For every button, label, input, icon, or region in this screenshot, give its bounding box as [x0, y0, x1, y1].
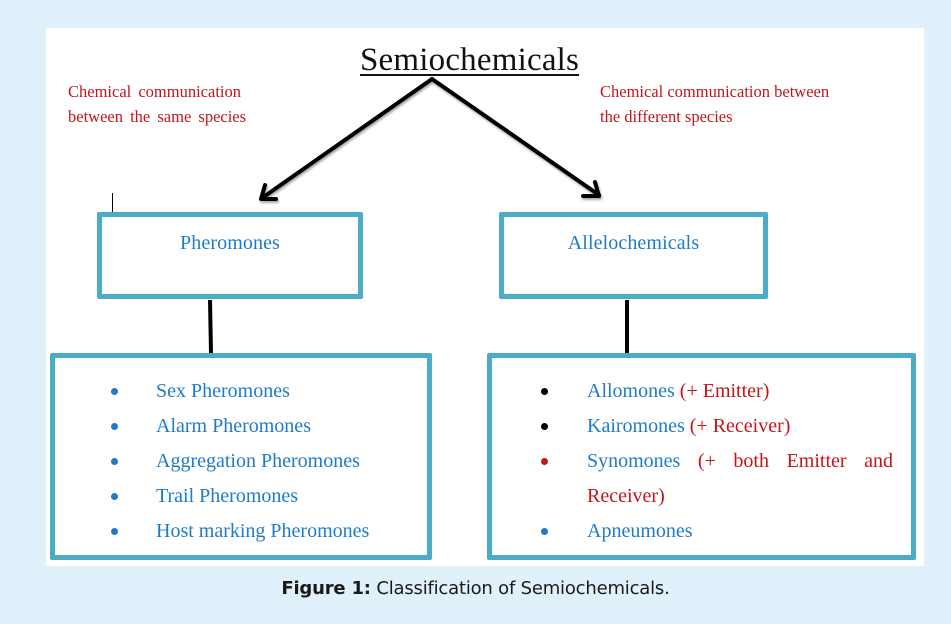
connector-pheromones	[208, 299, 213, 354]
list-item: Host marking Pheromones	[109, 514, 417, 549]
item-name: Synomones	[587, 450, 681, 472]
item-detail: (+ Receiver)	[689, 415, 791, 437]
item-name: Host marking Pheromones	[156, 520, 370, 542]
allelochemical-types-list: Allomones (+ Emitter) Kairomones (+ Rece…	[539, 374, 893, 549]
item-name: Aggregation Pheromones	[156, 450, 360, 472]
arrowhead-right	[581, 180, 601, 198]
bullet-icon	[111, 458, 118, 465]
list-item: Aggregation Pheromones	[109, 444, 417, 479]
list-item: Synomones (+ both Emitter and Receiver)	[539, 444, 893, 514]
note-same-species: Chemical communication between the same …	[68, 82, 247, 126]
item-name: Trail Pheromones	[156, 485, 299, 507]
bullet-icon	[541, 528, 548, 535]
arrow-to-pheromones	[260, 77, 434, 200]
figure-panel: Semiochemicals Chemical communication be…	[46, 28, 924, 566]
bullet-icon	[541, 388, 548, 395]
list-item: Sex Pheromones	[109, 374, 417, 409]
item-name: Allomones	[587, 380, 675, 402]
allelochemicals-box: Allelochemicals	[499, 212, 768, 299]
arrowhead-left	[259, 183, 278, 201]
bullet-icon	[541, 458, 548, 465]
item-name: Kairomones	[587, 415, 685, 437]
allelochemicals-label: Allelochemicals	[567, 232, 700, 254]
list-item: Trail Pheromones	[109, 479, 417, 514]
list-item: Kairomones (+ Receiver)	[539, 409, 893, 444]
item-name: Apneumones	[587, 520, 693, 542]
diagram-title: Semiochemicals	[360, 42, 580, 78]
bullet-icon	[111, 493, 118, 500]
item-detail: (+ both Emitter and Receiver)	[587, 450, 893, 507]
item-name: Alarm Pheromones	[156, 415, 311, 437]
bullet-icon	[111, 423, 118, 430]
pheromone-types-list: Sex Pheromones Alarm Pheromones Aggregat…	[109, 374, 417, 549]
list-item: Apneumones	[539, 514, 893, 549]
caption-label: Figure 1:	[281, 578, 371, 599]
pheromones-label: Pheromones	[180, 232, 280, 254]
arrow-to-allelochemicals	[430, 77, 601, 197]
connector-lines	[208, 77, 629, 354]
bullet-icon	[111, 388, 118, 395]
list-item: Allomones (+ Emitter)	[539, 374, 893, 409]
item-name: Sex Pheromones	[156, 380, 290, 402]
caption-text: Classification of Semiochemicals.	[370, 578, 670, 599]
figure-caption: Figure 1: Classification of Semiochemica…	[0, 578, 951, 599]
bullet-icon	[111, 528, 118, 535]
note-different-species: Chemical communication between the diffe…	[600, 82, 830, 126]
allelochemical-types-box: Allomones (+ Emitter) Kairomones (+ Rece…	[487, 353, 916, 560]
bullet-icon	[541, 423, 548, 430]
list-item: Alarm Pheromones	[109, 409, 417, 444]
pheromones-box: Pheromones	[97, 212, 363, 299]
item-detail: (+ Emitter)	[679, 380, 770, 402]
pheromone-types-box: Sex Pheromones Alarm Pheromones Aggregat…	[50, 353, 432, 560]
text-cursor	[112, 193, 113, 223]
